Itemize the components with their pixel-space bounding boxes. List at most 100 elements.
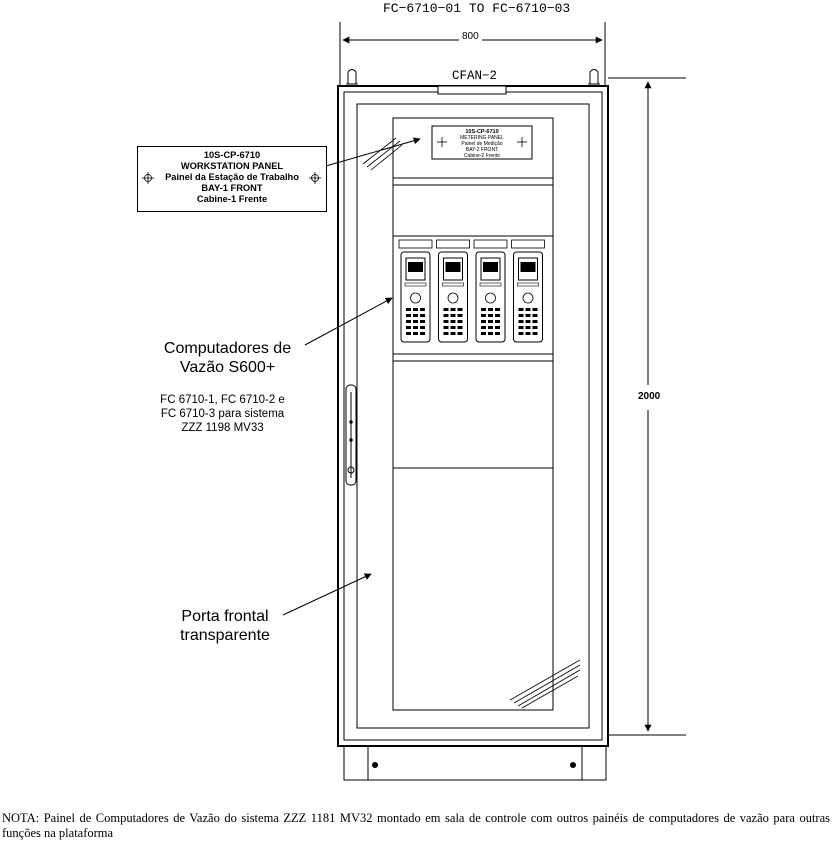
fan-housing: [437, 85, 507, 95]
flow-computer-key: [443, 314, 449, 317]
metering-plate-line-2: METERING PANEL: [460, 135, 504, 141]
flow-computer-key: [443, 320, 449, 323]
internal-panels: [392, 117, 554, 711]
flow-computer-knob: [410, 292, 421, 304]
flow-computer-knob: [447, 292, 459, 304]
flow-computer-key: [450, 308, 456, 311]
computers-callout-detail: FC 6710-1, FC 6710-2 e FC 6710-3 para si…: [160, 394, 285, 434]
footnote: NOTA: Painel de Computadores de Vazão do…: [2, 811, 830, 840]
computers-callout-title: Computadores de Vazão S600+: [163, 340, 292, 376]
nameplate-mount-right-icon: [309, 172, 321, 184]
flow-computer-key: [518, 314, 524, 317]
flow-computer-key: [457, 314, 463, 317]
flow-computer-key: [413, 308, 418, 311]
flow-computer-key: [518, 332, 524, 335]
flow-computer-key: [488, 308, 493, 311]
flow-computer-key: [532, 308, 538, 311]
door-frame: [343, 91, 603, 741]
lifting-eye-right: [588, 69, 600, 85]
flow-computer-key: [420, 332, 425, 335]
nameplate-tag: 10S-CP-6710: [203, 150, 261, 160]
flow-computer-led-bar: [479, 282, 502, 287]
flow-computer-key: [420, 326, 425, 329]
flow-computer-key: [532, 314, 538, 317]
flow-computer-unit: [473, 239, 508, 343]
flow-computer-key: [406, 314, 411, 317]
nameplate-bay-pt: Cabine-1 Frente: [196, 194, 268, 204]
flow-computer-screen: [408, 262, 423, 272]
flow-computer-key: [495, 308, 500, 311]
glass-hatch-bottom: [509, 659, 581, 709]
door-handle: [345, 384, 357, 486]
flow-computer-key: [495, 320, 500, 323]
flow-computer-key: [450, 326, 456, 329]
flow-computer-key: [481, 320, 486, 323]
flow-computer-led-bar: [442, 282, 464, 287]
flow-computer-key: [532, 320, 538, 323]
flow-computer-led-bar: [517, 282, 539, 287]
flow-computer-key: [518, 308, 524, 311]
flow-computer-key: [413, 332, 418, 335]
height-dimension: [608, 77, 686, 736]
flow-computer-label-strip: [436, 239, 470, 249]
flow-computer-key: [525, 320, 531, 323]
flow-computer-key: [406, 326, 411, 329]
fan-tag-label: CFAN−2: [452, 69, 498, 83]
flow-computer-key: [525, 314, 531, 317]
flow-computer-key: [443, 308, 449, 311]
flow-computer-key: [413, 326, 418, 329]
flow-computer-key: [481, 308, 486, 311]
flow-computer-key: [495, 332, 500, 335]
flow-computer-key: [450, 332, 456, 335]
flow-computer-key: [406, 332, 411, 335]
flow-computer-key: [406, 320, 411, 323]
metering-plate-line-3: Painel de Medição: [461, 141, 502, 147]
workstation-nameplate: 10S-CP-6710 WORKSTATION PANEL Painel da …: [137, 146, 327, 212]
flow-computer-knob: [522, 292, 534, 304]
flow-computer-unit: [436, 239, 470, 343]
flow-computer-key: [450, 320, 456, 323]
flow-computer-key: [406, 308, 411, 311]
nameplate-title-pt: Painel da Estação de Trabalho: [165, 172, 299, 182]
flow-computer-knob: [485, 292, 496, 304]
flow-computer-key: [457, 332, 463, 335]
metering-plate-line-5: Cabine-2 Frente: [464, 153, 500, 159]
nameplate-bay-en: BAY-1 FRONT: [201, 183, 263, 193]
plinth: [338, 745, 608, 781]
flow-computer-key: [488, 320, 493, 323]
flow-computer-key: [413, 314, 418, 317]
flow-computer-key: [420, 314, 425, 317]
flow-computer-key: [450, 314, 456, 317]
flow-computers: [398, 239, 545, 343]
flow-computer-screen: [520, 262, 536, 272]
nameplate-title-en: WORKSTATION PANEL: [180, 161, 284, 171]
door-glass: [356, 103, 590, 729]
flow-computer-label-strip: [473, 239, 508, 249]
flow-computer-key: [420, 320, 425, 323]
flow-computer-key: [495, 314, 500, 317]
flow-computer-key: [525, 308, 531, 311]
flow-computer-key: [481, 326, 486, 329]
flow-computer-key: [488, 332, 493, 335]
leader-lines: [282, 137, 421, 616]
width-dimension-label: 800: [459, 31, 482, 42]
flow-computer-key: [518, 326, 524, 329]
flow-computer-key: [495, 326, 500, 329]
door-callout: Porta frontal transparente: [180, 608, 270, 644]
flow-computer-unit: [511, 239, 545, 343]
flow-computer-key: [532, 332, 538, 335]
flow-computer-key: [443, 326, 449, 329]
metering-plate-line-1: 10S-CP-6710: [465, 129, 498, 135]
flow-computer-label-strip: [511, 239, 545, 249]
flow-computer-unit: [398, 239, 433, 343]
flow-computer-key: [481, 332, 486, 335]
height-dimension-label: 2000: [636, 391, 663, 402]
flow-computer-key: [420, 308, 425, 311]
flow-computer-key: [525, 326, 531, 329]
flow-computer-key: [457, 326, 463, 329]
metering-plate: 10S-CP-6710 METERING PANEL Painel de Med…: [431, 125, 533, 160]
nameplate-mount-left-icon: [142, 172, 154, 184]
top-range-label: FC−6710−01 TO FC−6710−03: [383, 1, 571, 16]
flow-computer-screen: [445, 262, 461, 272]
metering-plate-line-4: BAY-2 FRONT: [466, 147, 498, 153]
